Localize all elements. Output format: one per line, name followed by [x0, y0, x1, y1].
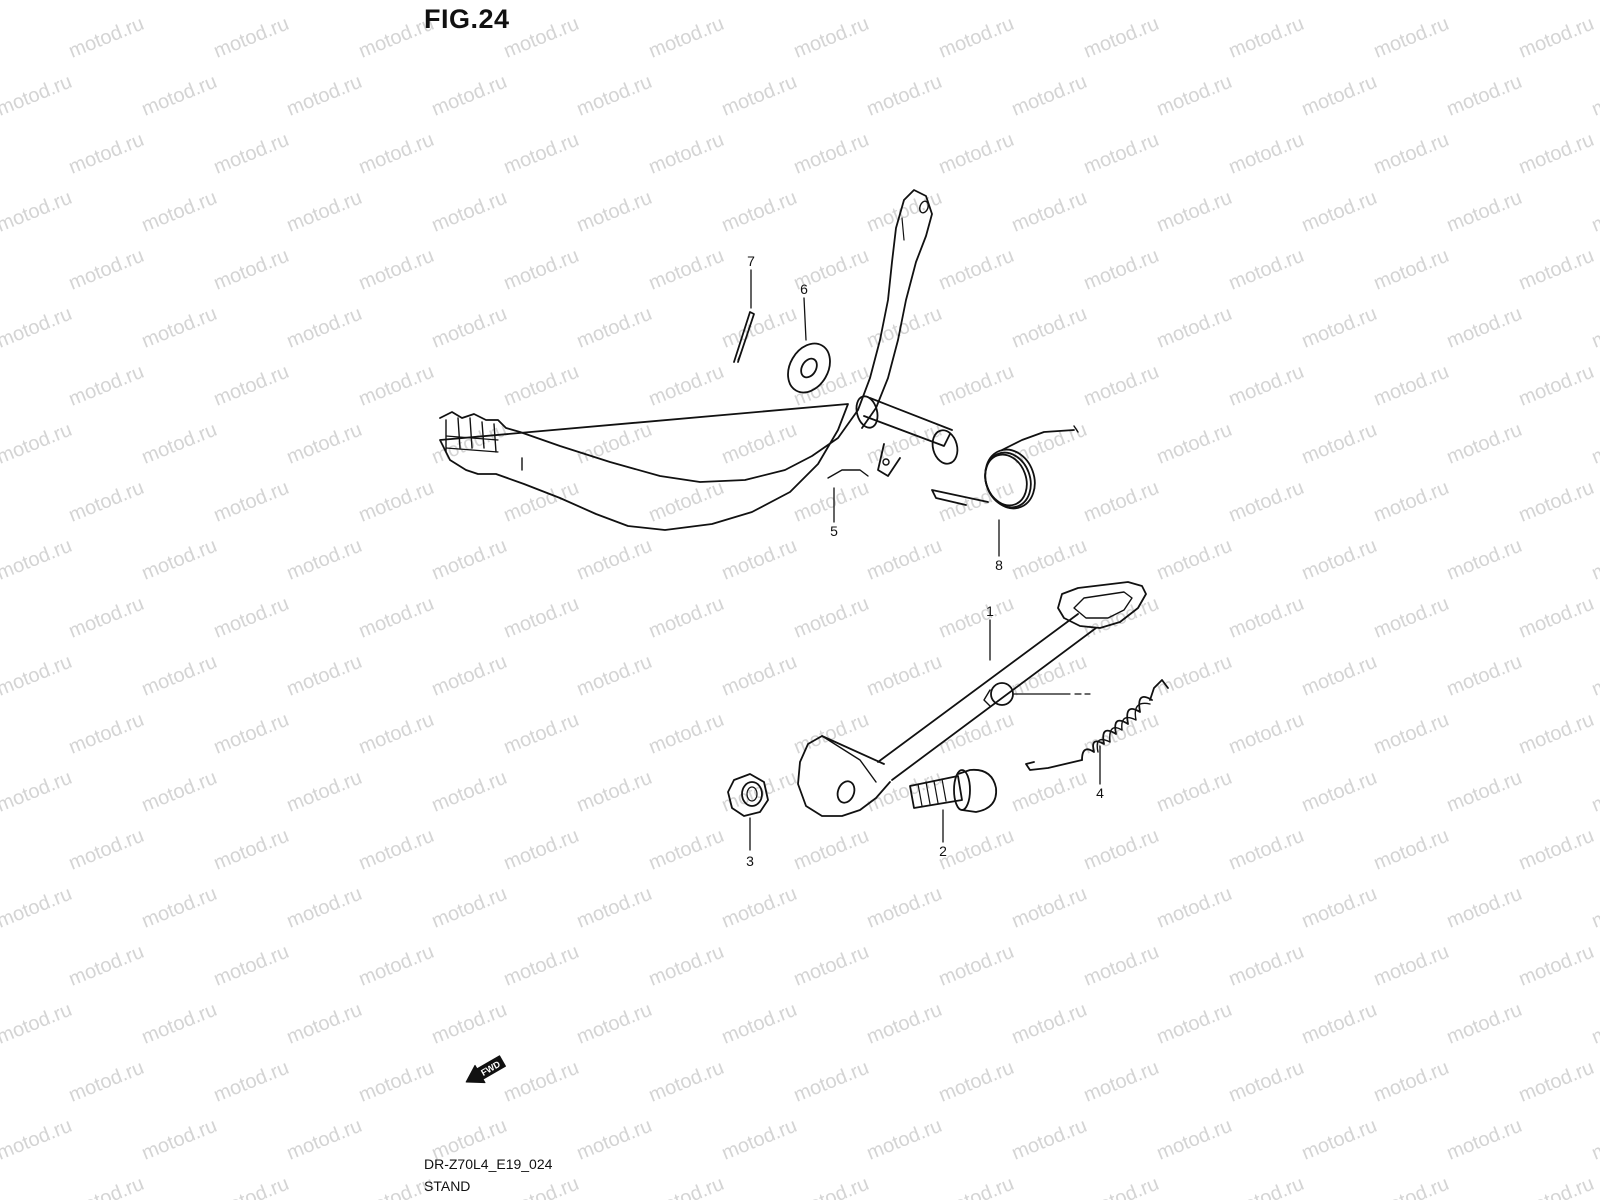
callout-3: 3 [746, 853, 754, 869]
callout-4: 4 [1096, 785, 1104, 801]
callout-1: 1 [986, 603, 994, 619]
washer [787, 342, 831, 394]
callout-labels: 7 6 5 8 1 4 2 3 [746, 253, 1104, 869]
callout-6: 6 [800, 281, 808, 297]
callout-5: 5 [830, 523, 838, 539]
fwd-arrow: FWD [465, 1055, 507, 1084]
stand-spring [1025, 679, 1169, 771]
pivot-bolt [909, 768, 998, 813]
diagram-caption: STAND [424, 1178, 471, 1194]
callout-7: 7 [747, 253, 755, 269]
callout-2: 2 [939, 843, 947, 859]
brake-pedal [439, 189, 959, 531]
diagram-code: DR-Z70L4_E19_024 [424, 1156, 553, 1172]
leader-lines [749, 269, 1101, 851]
cotter-pin [733, 311, 755, 363]
callout-8: 8 [995, 557, 1003, 573]
torsion-spring [931, 425, 1079, 510]
nut [727, 773, 769, 817]
side-stand [797, 581, 1147, 817]
figure-title: FIG.24 [424, 4, 510, 34]
